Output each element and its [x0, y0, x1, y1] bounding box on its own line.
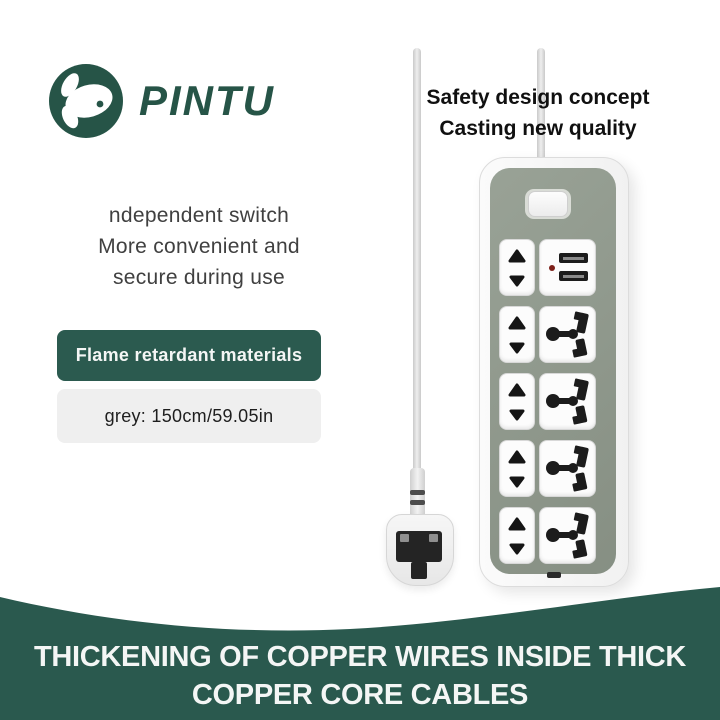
universal-socket [539, 306, 596, 363]
plug-strain-relief [410, 468, 425, 518]
two-pin-socket [499, 440, 535, 497]
universal-socket [539, 373, 596, 430]
usb-port-icon[interactable] [559, 271, 588, 281]
rabbit-logo-icon [49, 64, 123, 138]
flame-retardant-label: Flame retardant materials [75, 345, 303, 365]
plug-pin-block [396, 531, 442, 562]
two-pin-socket [499, 373, 535, 430]
spec-label: grey: 150cm/59.05in [104, 405, 274, 426]
two-pin-socket [499, 239, 535, 296]
socket-row [490, 306, 616, 363]
socket-row [490, 373, 616, 430]
footer-headline-line2: COPPER CORE CABLES [191, 679, 529, 711]
usb-tongue [563, 257, 584, 260]
power-led [549, 265, 555, 271]
usb-module [539, 239, 596, 296]
socket-row [490, 507, 616, 564]
power-strip-face [490, 168, 616, 578]
two-pin-socket-holes [508, 249, 526, 287]
tagline-line1: Safety design concept [426, 86, 650, 109]
plug-pin [429, 534, 438, 542]
usb-port-icon[interactable] [559, 253, 588, 263]
spec-banner: grey: 150cm/59.05in [57, 389, 321, 443]
cable-exit-slot [547, 572, 561, 578]
brand-name: PINTU [139, 77, 275, 124]
uk-plug [386, 514, 454, 586]
power-switch-cap [528, 191, 568, 217]
two-pin-socket [499, 507, 535, 564]
brand-logo: PINTU [49, 64, 275, 138]
tagline: Safety design concept Casting new qualit… [408, 82, 668, 144]
feature-text: ndependent switch More convenient and se… [68, 200, 330, 293]
footer-wave [0, 587, 720, 720]
socket-row [490, 239, 616, 296]
flame-retardant-banner: Flame retardant materials [57, 330, 321, 381]
footer-headline-line1: THICKENING OF COPPER WIRES INSIDE THICK [33, 641, 687, 673]
power-strip [479, 157, 629, 587]
universal-socket [539, 440, 596, 497]
universal-socket [539, 507, 596, 564]
strain-relief-band [410, 500, 425, 505]
feature-line3: secure during use [112, 266, 286, 289]
plug-pin [400, 534, 409, 542]
strain-relief-band [410, 490, 425, 495]
feature-line2: More convenient and [98, 235, 300, 258]
tagline-line2: Casting new quality [439, 117, 637, 140]
power-switch[interactable] [525, 189, 571, 219]
socket-row [490, 440, 616, 497]
two-pin-socket [499, 306, 535, 363]
feature-line1: ndependent switch [108, 204, 290, 227]
plug-earth-pin [411, 562, 427, 579]
power-cable [537, 48, 545, 163]
usb-tongue [563, 275, 584, 278]
power-cable [413, 48, 421, 472]
